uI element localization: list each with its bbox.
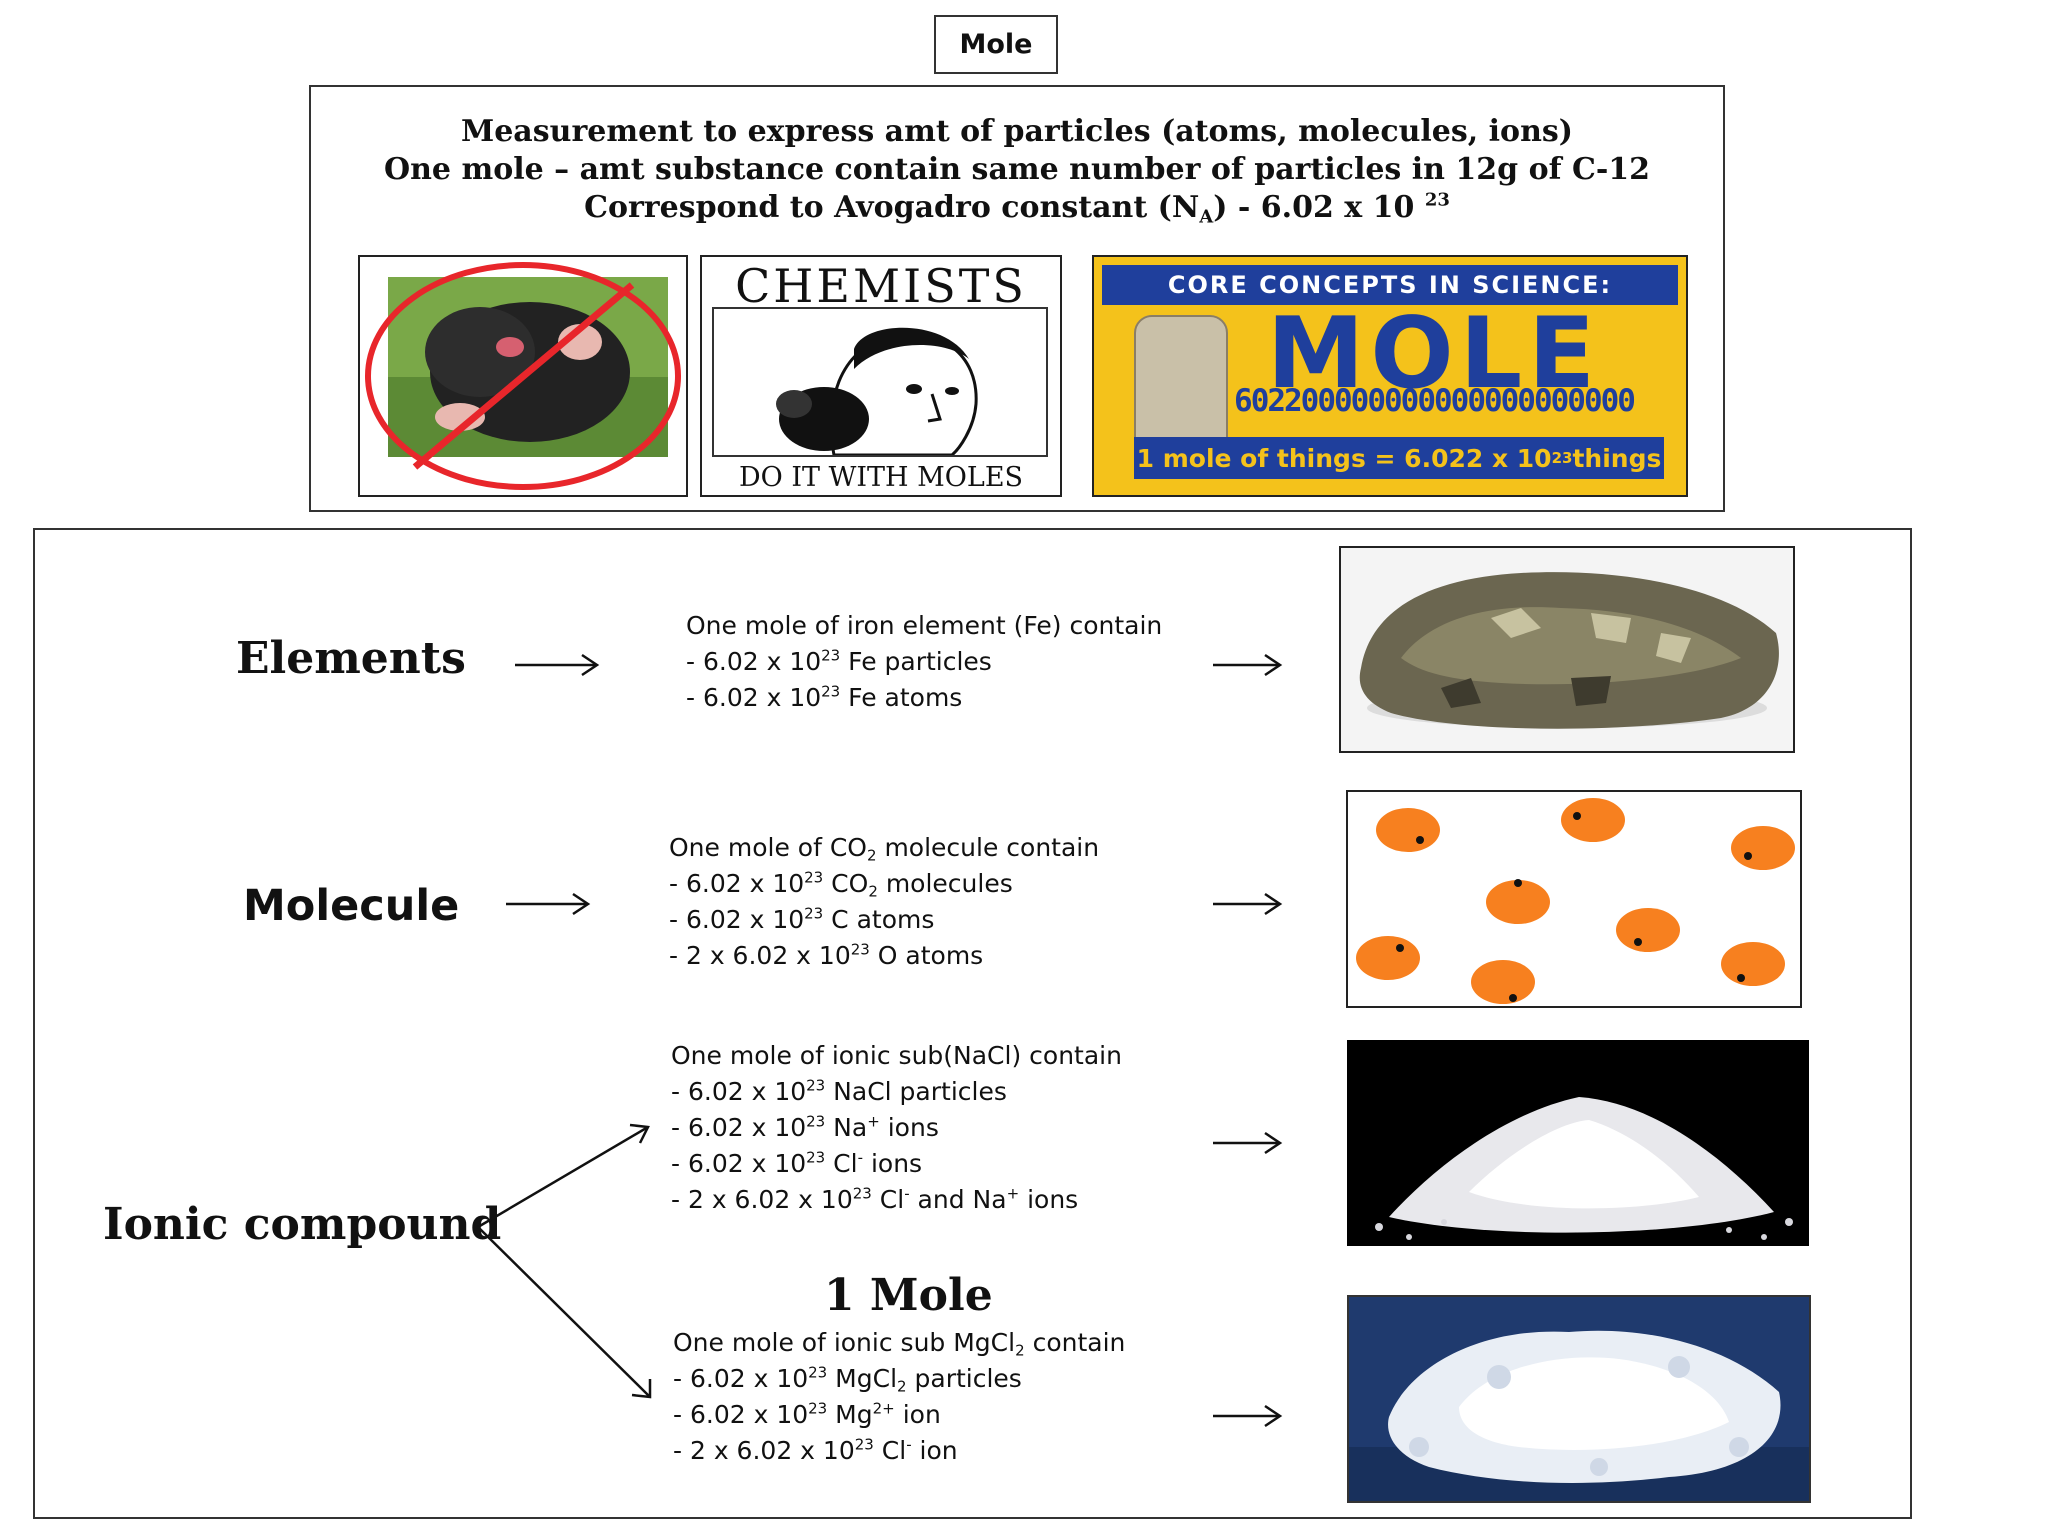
molecule-label: Molecule <box>243 881 460 931</box>
definition-panel: Measurement to express amt of particles … <box>309 85 1725 512</box>
nacl-bullet-2: - 6.02 x 1023 Na+ ions <box>671 1112 939 1142</box>
mgcl2-bullet-1: - 6.02 x 1023 MgCl2 particles <box>673 1363 1022 1396</box>
salt-pile-illustration <box>1349 1042 1807 1244</box>
mgcl2-bullet-2: - 6.02 x 1023 Mg2+ ion <box>673 1399 941 1429</box>
definition-line-2: One mole – amt substance contain same nu… <box>383 152 1651 187</box>
core-concepts-header: CORE CONCEPTS IN SCIENCE: <box>1102 265 1678 305</box>
elements-bullet-1: - 6.02 x 1023 Fe particles <box>686 646 992 676</box>
elements-arrow-icon <box>515 653 600 677</box>
mgcl2-bullet-3: - 2 x 6.02 x 1023 Cl- ion <box>673 1435 958 1465</box>
molecule-description: One mole of CO2 molecule contain - 6.02 … <box>669 830 1099 974</box>
mgcl2-intro: One mole of ionic sub MgCl2 contain <box>673 1328 1126 1360</box>
avogadro-number-banner: 602200000000000000000000 <box>1234 383 1636 419</box>
ionic-branch-arrows-icon <box>477 1123 652 1399</box>
core-mole-word: MOLE <box>1266 297 1602 411</box>
nacl-description: One mole of ionic sub(NaCl) contain - 6.… <box>671 1038 1122 1218</box>
elements-bullet-2: - 6.02 x 1023 Fe atoms <box>686 682 963 712</box>
ionic-compound-label: Ionic compound <box>103 1199 502 1250</box>
nacl-bullet-4: - 2 x 6.02 x 1023 Cl- and Na+ ions <box>671 1184 1079 1214</box>
co2-particles-image <box>1346 790 1802 1008</box>
molecule-bullet-2: - 6.02 x 1023 C atoms <box>669 904 935 934</box>
definition-line-1: Measurement to express amt of particles … <box>461 114 1573 149</box>
molecule-bullet-1: - 6.02 x 1023 CO2 molecules <box>669 868 1013 901</box>
nacl-intro: One mole of ionic sub(NaCl) contain <box>671 1041 1122 1070</box>
mgcl2-description: One mole of ionic sub MgCl2 contain - 6.… <box>673 1325 1125 1469</box>
moles-caption: DO IT WITH MOLES <box>738 462 1024 493</box>
elements-description: One mole of iron element (Fe) contain - … <box>686 608 1162 716</box>
molecule-result-arrow-icon <box>1213 892 1283 916</box>
main-panel <box>33 528 1912 1519</box>
nacl-bullet-3: - 6.02 x 1023 Cl- ions <box>671 1148 923 1178</box>
molecule-arrow-icon <box>506 892 591 916</box>
orange-particles-illustration <box>1356 798 1795 1004</box>
core-concepts-mole-image: CORE CONCEPTS IN SCIENCE: MOLE 602200000… <box>1092 255 1688 497</box>
molecule-intro: One mole of CO2 molecule contain <box>669 833 1100 865</box>
elements-label: Elements <box>236 633 466 684</box>
mgcl2-result-arrow-icon <box>1213 1404 1283 1428</box>
chemists-caption: CHEMISTS <box>735 259 1027 313</box>
banned-mole-image <box>358 255 688 497</box>
banned-mole-illustration <box>365 262 681 490</box>
molecule-bullet-3: - 2 x 6.02 x 1023 O atoms <box>669 940 984 970</box>
nacl-salt-image <box>1347 1040 1809 1246</box>
avogadro-portrait <box>712 307 1048 457</box>
nacl-bullet-1: - 6.02 x 1023 NaCl particles <box>671 1076 1007 1106</box>
mgcl2-flakes-illustration <box>1349 1297 1809 1501</box>
definition-line-3: Correspond to Avogadro constant (NA) - 6… <box>584 189 1450 228</box>
one-mole-heading: 1 Mole <box>824 1270 993 1321</box>
elements-intro: One mole of iron element (Fe) contain <box>686 611 1163 640</box>
mgcl2-crystals-image <box>1347 1295 1811 1503</box>
chemists-cartoon-image: CHEMISTS DO IT WITH MOLES <box>700 255 1062 497</box>
nacl-result-arrow-icon <box>1213 1131 1283 1155</box>
iron-ore-image <box>1339 546 1795 753</box>
page-title: Mole <box>934 15 1058 74</box>
elements-result-arrow-icon <box>1213 653 1283 677</box>
